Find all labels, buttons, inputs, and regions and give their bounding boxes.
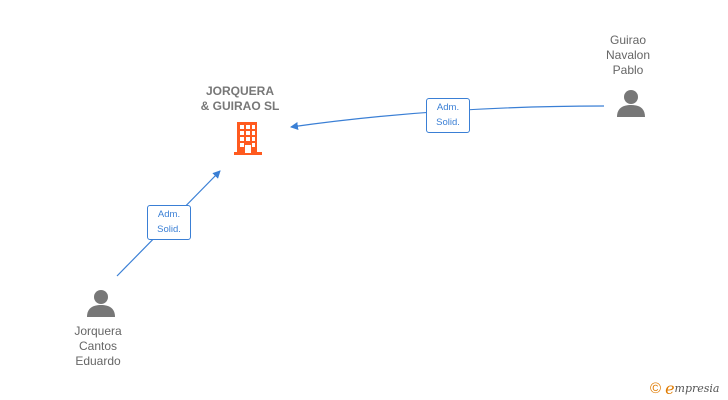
person-name-guirao[interactable]: Guirao Navalon Pablo xyxy=(605,33,651,77)
building-icon[interactable] xyxy=(232,120,264,156)
empresia-logo[interactable]: © e mpresia xyxy=(650,378,720,398)
brand-name: mpresia xyxy=(674,381,720,395)
company-name[interactable]: JORQUERA & GUIRAO SL xyxy=(200,84,280,113)
person-icon[interactable] xyxy=(86,288,116,318)
copyright-symbol: © xyxy=(650,379,662,397)
brand-initial: e xyxy=(665,378,675,398)
edge-label-jorquera: Adm. Solid. xyxy=(147,205,191,240)
person-name-jorquera[interactable]: Jorquera Cantos Eduardo xyxy=(74,324,122,368)
edge-label-guirao: Adm. Solid. xyxy=(426,98,470,133)
person-icon[interactable] xyxy=(616,88,646,118)
